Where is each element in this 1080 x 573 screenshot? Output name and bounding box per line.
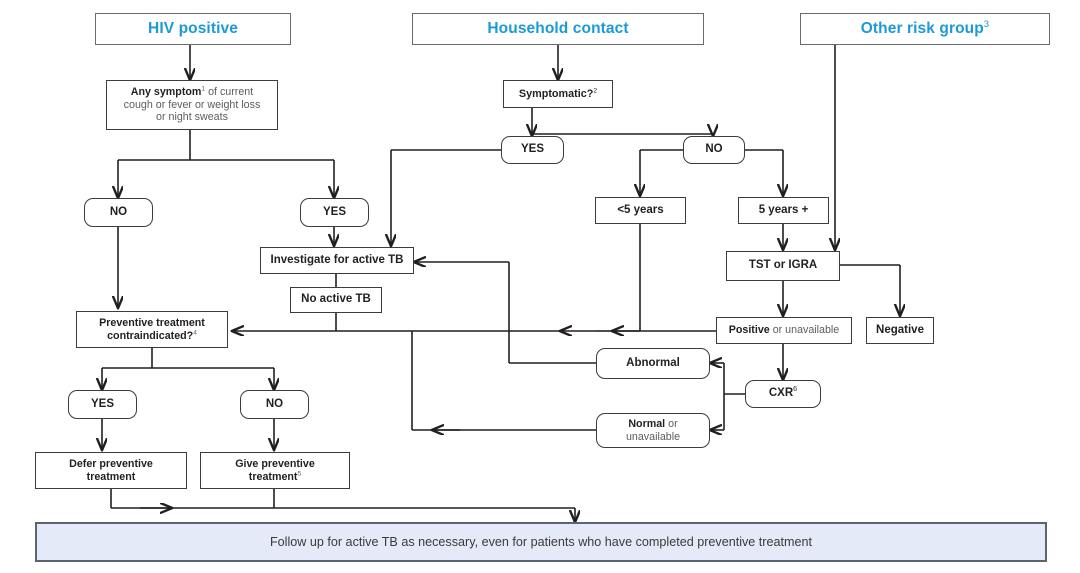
node-cxr[interactable]: CXR6 [745, 380, 821, 408]
header-household-contact[interactable]: Household contact [412, 13, 704, 45]
footnote-marker-1: 1 [201, 85, 206, 93]
node-positive-or-unavailable[interactable]: Positive or unavailable [716, 317, 852, 344]
node-contraindicated-no-label: NO [265, 397, 284, 410]
node-abnormal[interactable]: Abnormal [596, 348, 710, 379]
node-under-5-years[interactable]: <5 years [595, 197, 686, 224]
node-hc-no-label: NO [705, 143, 723, 156]
node-any-symptom-text: Any symptom1 of current cough or fever o… [123, 85, 261, 124]
node-contraindicated-yes[interactable]: YES [68, 390, 137, 419]
node-hiv-no-label: NO [109, 205, 128, 218]
node-cxr-label: CXR6 [768, 385, 798, 400]
header-hiv-positive-label: HIV positive [148, 19, 238, 37]
node-investigate-active-tb[interactable]: Investigate for active TB [260, 247, 414, 274]
footnote-marker-4: 4 [193, 328, 197, 336]
node-under-5-years-label: <5 years [617, 203, 664, 216]
node-5-years-plus-label: 5 years + [758, 203, 809, 216]
node-hiv-yes[interactable]: YES [300, 198, 369, 227]
node-investigate-active-tb-label: Investigate for active TB [270, 253, 404, 266]
node-5-years-plus[interactable]: 5 years + [738, 197, 829, 224]
footer-follow-up-label: Follow up for active TB as necessary, ev… [269, 535, 813, 549]
node-positive-or-unavailable-label: Positive or unavailable [728, 324, 840, 337]
footer-follow-up-bar[interactable]: Follow up for active TB as necessary, ev… [35, 522, 1047, 562]
node-negative-label: Negative [876, 323, 924, 336]
node-contraindicated-yes-label: YES [90, 397, 114, 410]
node-no-active-tb-label: No active TB [301, 293, 371, 306]
node-negative[interactable]: Negative [866, 317, 934, 344]
header-other-risk-group[interactable]: Other risk group3 [800, 13, 1050, 45]
node-hc-yes[interactable]: YES [501, 136, 564, 164]
node-any-symptom[interactable]: Any symptom1 of current cough or fever o… [106, 80, 278, 130]
node-hiv-yes-label: YES [322, 205, 346, 218]
node-preventive-treatment-contraindicated[interactable]: Preventive treatment contraindicated?4 [76, 311, 228, 348]
footnote-marker-3: 3 [983, 18, 990, 30]
node-no-active-tb[interactable]: No active TB [290, 287, 382, 313]
node-tst-or-igra-label: TST or IGRA [748, 259, 818, 272]
node-symptomatic-label: Symptomatic?2 [518, 87, 598, 100]
header-household-contact-label: Household contact [487, 19, 629, 37]
node-abnormal-label: Abnormal [626, 356, 680, 369]
node-hiv-no[interactable]: NO [84, 198, 153, 227]
footnote-marker-2: 2 [593, 87, 598, 95]
node-contraindicated-no[interactable]: NO [240, 390, 309, 419]
footnote-marker-6: 6 [793, 385, 798, 394]
node-preventive-treatment-contraindicated-label: Preventive treatment contraindicated?4 [99, 316, 205, 342]
node-normal-or-unavailable[interactable]: Normal or unavailable [596, 413, 710, 448]
node-hc-no[interactable]: NO [683, 136, 745, 164]
header-other-risk-group-label: Other risk group3 [860, 18, 990, 37]
node-hc-yes-label: YES [520, 143, 544, 156]
node-symptomatic[interactable]: Symptomatic?2 [503, 80, 613, 108]
node-normal-or-unavailable-label: Normal or unavailable [625, 417, 681, 443]
footnote-marker-5: 5 [297, 469, 302, 477]
node-tst-or-igra[interactable]: TST or IGRA [726, 251, 840, 281]
header-hiv-positive[interactable]: HIV positive [95, 13, 291, 45]
